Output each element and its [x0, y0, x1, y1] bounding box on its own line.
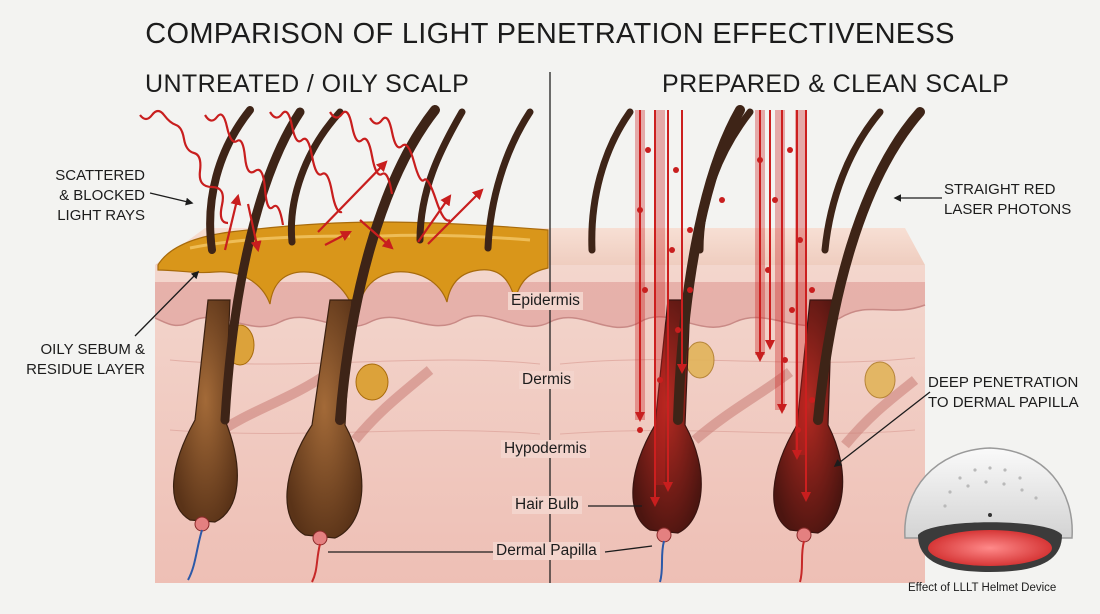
- papilla-left-1: [194, 516, 210, 532]
- papilla-vessel-right-2: [799, 540, 805, 583]
- layer-label-dermis: Dermis: [519, 371, 575, 389]
- sebum-gland-right-2: [864, 361, 896, 399]
- layer-label-hypodermis: Hypodermis: [501, 440, 590, 458]
- dermis-texture: [169, 357, 916, 435]
- papilla-right-2: [796, 527, 812, 543]
- page-title: COMPARISON OF LIGHT PENETRATION EFFECTIV…: [145, 18, 955, 50]
- sebum-gland-left-2: [355, 363, 389, 401]
- arrector-muscle-3: [691, 368, 794, 444]
- papilla-vessel-right-1: [659, 540, 665, 583]
- papilla-left-2: [312, 530, 328, 546]
- callout-deep-penetration: DEEP PENETRATION TO DERMAL PAPILLA: [928, 374, 1079, 411]
- callout-sebum-layer: OILY SEBUM & RESIDUE LAYER: [26, 341, 145, 378]
- right-panel-title: PREPARED & CLEAN SCALP: [662, 70, 1010, 98]
- layer-label-epidermis: Epidermis: [508, 292, 583, 310]
- layer-label-hair-bulb: Hair Bulb: [512, 496, 582, 514]
- laser-photon-rays: [635, 110, 811, 507]
- leader-lines: [134, 192, 942, 553]
- callout-laser-photons: STRAIGHT RED LASER PHOTONS: [944, 181, 1072, 218]
- layer-label-dermal-papilla: Dermal Papilla: [493, 542, 600, 560]
- epidermis-line: [154, 304, 926, 329]
- arrector-muscle-4: [841, 376, 919, 449]
- papilla-vessel-left-1: [187, 529, 203, 581]
- scattered-light-rays: [139, 109, 484, 253]
- callout-scattered-rays: SCATTERED & BLOCKED LIGHT RAYS: [55, 167, 145, 224]
- arrector-muscle-2: [351, 366, 434, 444]
- photon-dots: [637, 147, 815, 433]
- left-panel-title: UNTREATED / OILY SCALP: [145, 70, 470, 98]
- papilla-vessel-left-2: [311, 543, 321, 583]
- papilla-right-1: [656, 527, 672, 543]
- sebum-gland-right-1: [685, 341, 715, 379]
- helmet-device-icon: [904, 447, 1073, 572]
- device-caption: Effect of LLLT Helmet Device: [908, 582, 1057, 594]
